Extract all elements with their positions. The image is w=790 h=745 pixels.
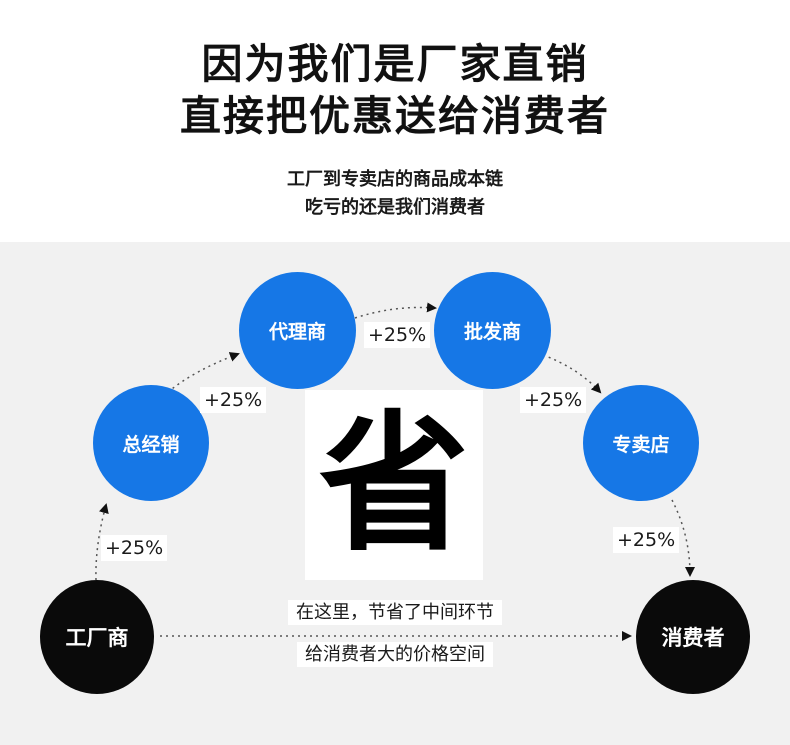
node-general-distributor: 总经销 [93,385,209,501]
markup-wholesaler-to-store: +25% [520,387,587,413]
node-consumer: 消费者 [636,580,750,694]
node-wholesaler: 批发商 [434,272,551,389]
markup-store-to-consumer: +25% [613,527,680,553]
node-factory: 工厂商 [40,580,154,694]
note-line-1-text: 在这里，节省了中间环节 [288,600,502,625]
note-line-1: 在这里，节省了中间环节 [0,600,790,626]
subheadline-line-1: 工厂到专卖店的商品成本链 [287,169,503,190]
note-line-2: 给消费者大的价格空间 [0,642,790,668]
markup-general-to-agent: +25% [200,387,267,413]
markup-agent-to-wholesaler: +25% [364,322,431,348]
node-agent: 代理商 [239,272,356,389]
note-line-2-text: 给消费者大的价格空间 [297,642,493,667]
node-store: 专卖店 [583,385,699,501]
headline-line-1: 因为我们是厂家直销 [201,40,589,88]
markup-factory-to-general: +25% [101,535,168,561]
headline-line-2: 直接把优惠送给消费者 [180,92,610,140]
header-area [0,0,790,242]
subheadline-line-2: 吃亏的还是我们消费者 [305,197,485,218]
center-save-character: 省 [305,390,483,580]
